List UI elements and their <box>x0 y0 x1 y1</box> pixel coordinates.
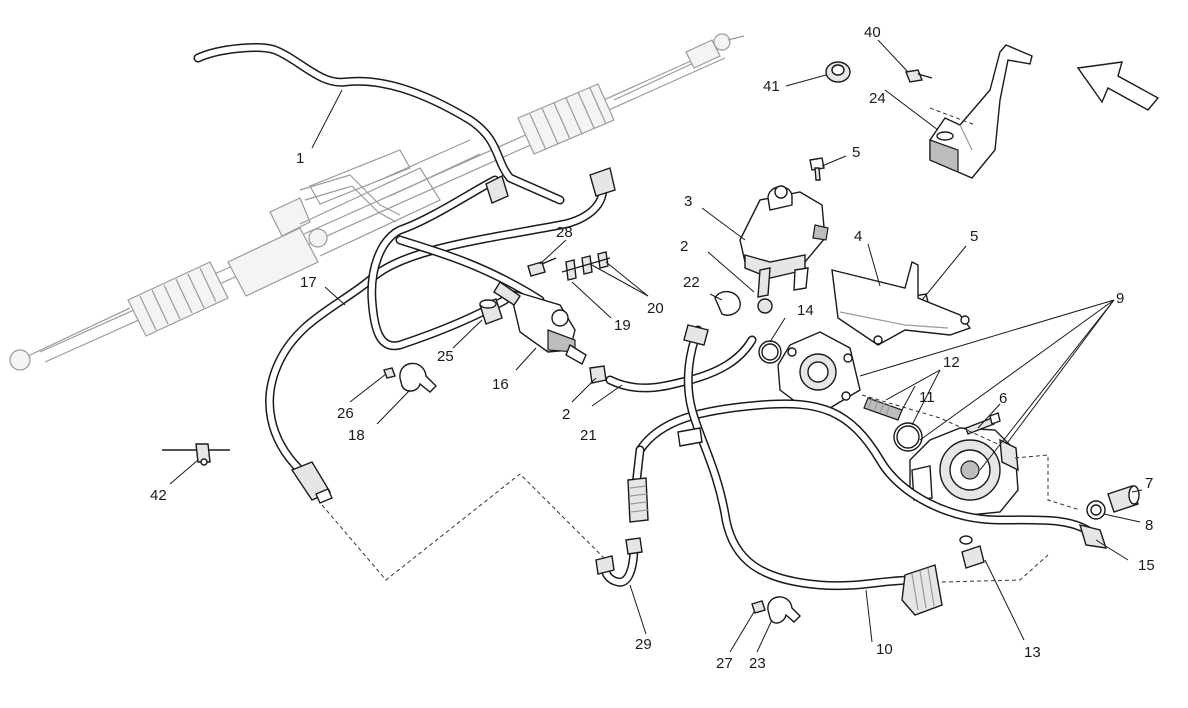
screw-27 <box>751 600 766 614</box>
clamp-23 <box>767 596 801 624</box>
washer-8 <box>1086 500 1106 520</box>
callout-5-right: 5 <box>970 228 978 245</box>
callout-5-upper: 5 <box>852 144 860 161</box>
callout-13: 13 <box>1024 644 1041 661</box>
oring-14 <box>758 340 782 364</box>
bracket-24 <box>929 44 1033 179</box>
callout-23: 23 <box>749 655 766 672</box>
callout-10: 10 <box>876 641 893 658</box>
union-7 <box>1107 485 1140 513</box>
callout-2-lower: 2 <box>562 406 570 423</box>
clips-19-20 <box>561 251 611 281</box>
callout-19: 19 <box>614 317 631 334</box>
callout-22: 22 <box>683 274 700 291</box>
power-steering-pump <box>909 427 1019 517</box>
bolt-5-upper <box>809 157 825 181</box>
assembly-dashed-lines <box>321 107 1081 583</box>
cable-tie-42 <box>162 443 230 466</box>
callout-40: 40 <box>864 24 881 41</box>
bolt-40 <box>905 69 933 83</box>
fitting-13 <box>959 535 985 569</box>
callout-15: 15 <box>1138 557 1155 574</box>
callout-3: 3 <box>684 193 692 210</box>
pipe-10 <box>677 324 943 616</box>
callout-2-upper: 2 <box>680 238 688 255</box>
callout-26: 26 <box>337 405 354 422</box>
reservoir-3 <box>739 185 829 298</box>
callout-6: 6 <box>999 390 1007 407</box>
right-bellows <box>517 83 615 155</box>
pipe-15 <box>627 399 1108 549</box>
arrow-up-left-icon <box>1076 61 1160 111</box>
hose-29 <box>595 537 643 587</box>
pipe-16 <box>367 175 587 365</box>
callout-14: 14 <box>797 302 814 319</box>
pump-cover-9 <box>777 331 861 409</box>
pipe-21 <box>605 335 757 393</box>
callout-24: 24 <box>869 90 886 107</box>
callout-12: 12 <box>943 354 960 371</box>
pipe-1 <box>193 43 565 205</box>
fitting-25 <box>479 298 503 325</box>
callout-11: 11 <box>919 389 935 406</box>
callout-20: 20 <box>647 300 664 317</box>
callout-labels: 1 2 2 3 4 5 5 6 7 8 9 10 11 12 13 14 15 … <box>150 24 1155 672</box>
grommet-41 <box>825 61 851 83</box>
callout-28: 28 <box>556 224 573 241</box>
screw-26 <box>383 367 396 379</box>
leader-lines <box>169 39 1143 653</box>
fitting-2-upper <box>757 298 773 314</box>
callout-4: 4 <box>854 228 862 245</box>
seal-12 <box>893 422 923 452</box>
shaft-11 <box>863 397 903 421</box>
callout-27: 27 <box>716 655 733 672</box>
callout-7: 7 <box>1145 475 1153 492</box>
callout-18: 18 <box>348 427 365 444</box>
callout-1: 1 <box>296 150 304 167</box>
callout-16: 16 <box>492 376 509 393</box>
callout-17: 17 <box>300 274 317 291</box>
callout-41: 41 <box>763 78 780 95</box>
steering-rack <box>9 33 745 371</box>
screw-28 <box>527 257 557 277</box>
callout-42: 42 <box>150 487 167 504</box>
clip-22 <box>714 291 741 316</box>
callout-21: 21 <box>580 427 597 444</box>
callout-9: 9 <box>1116 290 1124 307</box>
callout-8: 8 <box>1145 517 1153 534</box>
rack-valve-housing <box>227 139 481 297</box>
bracket-4 <box>831 260 972 346</box>
clamp-18 <box>399 362 437 393</box>
callout-29: 29 <box>635 636 652 653</box>
fitting-2-lower <box>589 365 607 384</box>
left-bellows <box>127 261 229 337</box>
callout-25: 25 <box>437 348 454 365</box>
